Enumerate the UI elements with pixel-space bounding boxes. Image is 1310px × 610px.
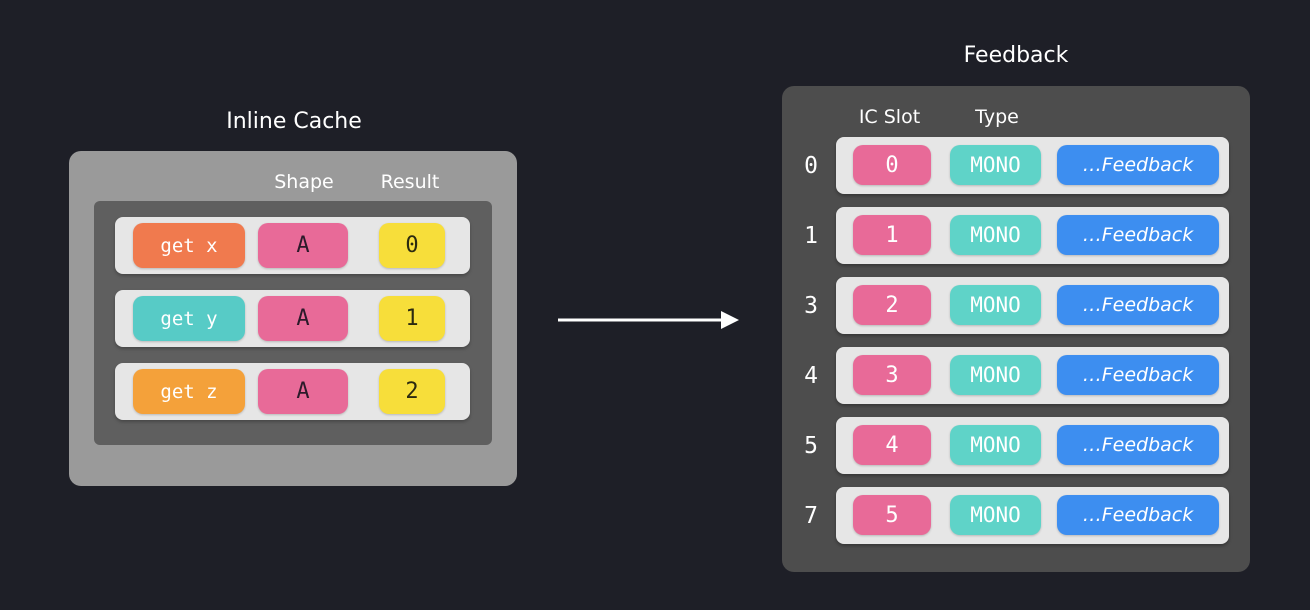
- feedback-index: 5: [804, 432, 818, 459]
- shape-chip: A: [258, 223, 348, 268]
- shape-column-header: Shape: [274, 171, 334, 193]
- inline-cache-title: Inline Cache: [226, 109, 362, 134]
- cache-row-0: get x A 0: [115, 217, 470, 274]
- type-chip: MONO: [950, 355, 1041, 395]
- inline-cache-table: get x A 0 get y A 1 get z A 2: [94, 201, 492, 445]
- feedback-title: Feedback: [963, 43, 1069, 68]
- cache-row-1: get y A 1: [115, 290, 470, 347]
- type-chip: MONO: [950, 495, 1041, 535]
- feedback-chip: …Feedback: [1057, 285, 1219, 325]
- result-chip: 1: [379, 296, 445, 341]
- feedback-row-1: 1 MONO …Feedback: [836, 207, 1229, 264]
- right-arrow-icon: [558, 311, 739, 329]
- feedback-row-0: 0 MONO …Feedback: [836, 137, 1229, 194]
- ic-slot-chip: 4: [853, 425, 931, 465]
- feedback-panel: IC Slot Type 0 0 MONO …Feedback 1 1 MONO…: [782, 86, 1250, 572]
- result-column-header: Result: [380, 171, 440, 193]
- ic-slot-column-header: IC Slot: [858, 106, 921, 128]
- inline-cache-panel: Shape Result get x A 0 get y A 1 get z A…: [69, 151, 517, 486]
- operation-chip: get x: [133, 223, 245, 268]
- cache-row-2: get z A 2: [115, 363, 470, 420]
- ic-slot-chip: 5: [853, 495, 931, 535]
- shape-chip: A: [258, 369, 348, 414]
- feedback-row-4: 4 MONO …Feedback: [836, 417, 1229, 474]
- feedback-chip: …Feedback: [1057, 355, 1219, 395]
- feedback-chip: …Feedback: [1057, 495, 1219, 535]
- operation-chip: get y: [133, 296, 245, 341]
- feedback-index: 3: [804, 292, 818, 319]
- feedback-chip: …Feedback: [1057, 425, 1219, 465]
- ic-slot-chip: 2: [853, 285, 931, 325]
- type-column-header: Type: [975, 106, 1019, 128]
- feedback-chip: …Feedback: [1057, 145, 1219, 185]
- type-chip: MONO: [950, 145, 1041, 185]
- feedback-chip: …Feedback: [1057, 215, 1219, 255]
- feedback-index: 7: [804, 502, 818, 529]
- result-chip: 2: [379, 369, 445, 414]
- feedback-index: 1: [804, 222, 818, 249]
- ic-slot-chip: 3: [853, 355, 931, 395]
- feedback-row-2: 2 MONO …Feedback: [836, 277, 1229, 334]
- type-chip: MONO: [950, 285, 1041, 325]
- feedback-row-3: 3 MONO …Feedback: [836, 347, 1229, 404]
- shape-chip: A: [258, 296, 348, 341]
- ic-slot-chip: 0: [853, 145, 931, 185]
- feedback-row-5: 5 MONO …Feedback: [836, 487, 1229, 544]
- type-chip: MONO: [950, 215, 1041, 255]
- type-chip: MONO: [950, 425, 1041, 465]
- result-chip: 0: [379, 223, 445, 268]
- ic-slot-chip: 1: [853, 215, 931, 255]
- feedback-index: 0: [804, 152, 818, 179]
- feedback-index: 4: [804, 362, 818, 389]
- operation-chip: get z: [133, 369, 245, 414]
